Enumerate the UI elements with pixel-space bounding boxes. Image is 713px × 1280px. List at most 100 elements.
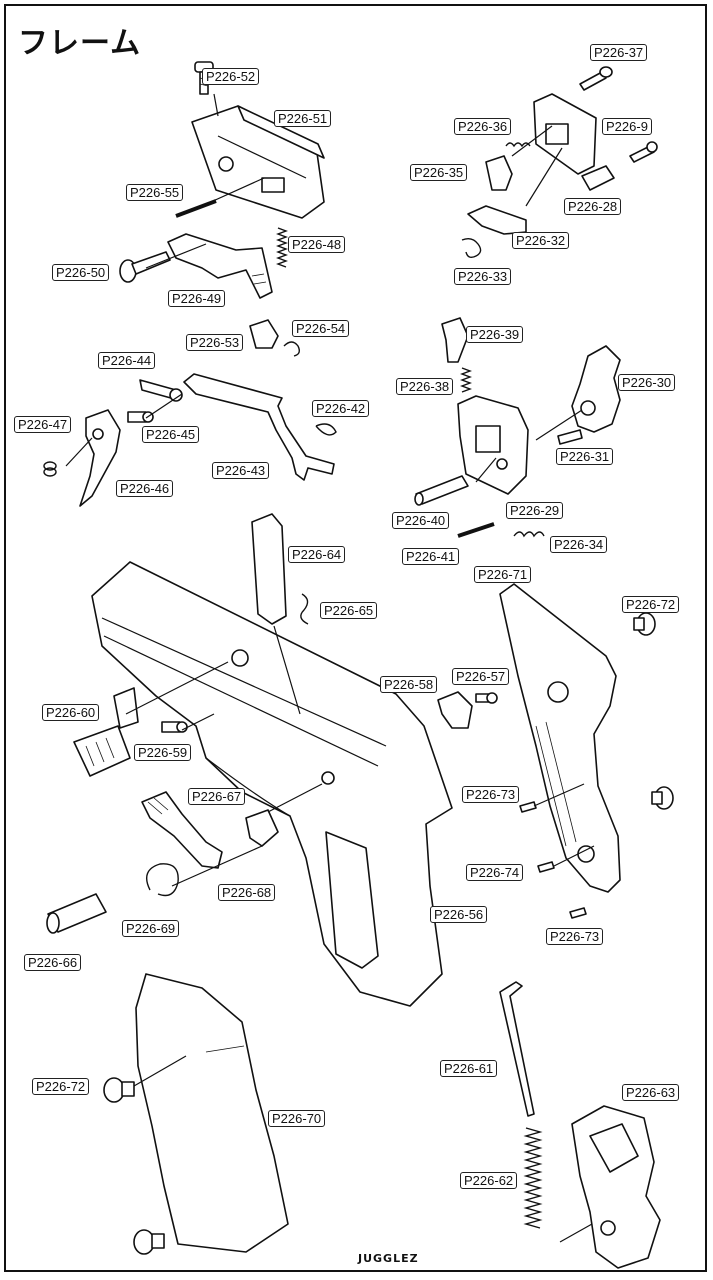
part-p226-46-trigger [79,409,121,507]
part-p226-35-sear [485,155,513,191]
part-p226-73-pin-a [519,801,537,813]
label-p226-47: P226-47 [14,416,72,433]
part-p226-30-hammer [571,345,621,433]
part-p226-49-lever [167,233,273,299]
label-p226-38: P226-38 [396,378,454,395]
label-p226-52: P226-52 [202,68,260,85]
part-p226-74-pin [537,861,555,873]
label-p226-60: P226-60 [42,704,100,721]
label-p226-28: P226-28 [564,198,622,215]
part-p226-43-trigger-bar [183,373,335,481]
label-p226-65: P226-65 [320,602,378,619]
part-p226-73-pin-b [569,907,587,919]
part-p226-64-insert [251,513,287,625]
label-p226-64: P226-64 [288,546,346,563]
part-p226-39-lever [441,317,469,363]
label-p226-73-b: P226-73 [546,928,604,945]
part-p226-9-screw [629,141,658,163]
label-p226-66: P226-66 [24,954,82,971]
part-p226-29-housing [457,395,529,495]
label-p226-29: P226-29 [506,502,564,519]
label-p226-39: P226-39 [466,326,524,343]
label-p226-58: P226-58 [380,676,438,693]
label-p226-40: P226-40 [392,512,450,529]
label-p226-54: P226-54 [292,320,350,337]
label-p226-45: P226-45 [142,426,200,443]
leader-lines-mag [559,1223,593,1243]
part-p226-40-pin [414,475,469,506]
label-p226-43: P226-43 [212,462,270,479]
part-p226-31-pin [557,429,583,445]
label-p226-9: P226-9 [602,118,652,135]
label-p226-71: P226-71 [474,566,532,583]
part-p226-42-spring [315,423,337,436]
part-p226-51-rail-block [191,105,325,219]
label-p226-42: P226-42 [312,400,370,417]
label-p226-69: P226-69 [122,920,180,937]
part-p226-33-spring [461,237,482,259]
label-p226-68: P226-68 [218,884,276,901]
leader-lines-top [145,93,563,269]
label-p226-34: P226-34 [550,536,608,553]
part-p226-36-spring [505,142,531,148]
leader-lines-mid [65,393,583,483]
label-p226-33: P226-33 [454,268,512,285]
part-p226-45-pin [127,411,154,423]
part-p226-72-screw-mid [651,786,674,810]
part-p226-58-lever [437,691,473,729]
part-p226-72-screw-top [633,612,656,636]
label-p226-70: P226-70 [268,1110,326,1127]
label-p226-32: P226-32 [512,232,570,249]
part-p226-70-grip-panel [135,973,289,1253]
label-p226-49: P226-49 [168,290,226,307]
part-p226-44-pin [139,379,183,402]
part-p226-37-screw [579,66,613,91]
label-p226-30: P226-30 [618,374,676,391]
leader-lines-frame [125,625,323,887]
diagram-frame: フレーム P226-52 P226-51 P226-55 P226-48 P22… [4,4,707,1272]
part-p226-32-disconnector [467,205,527,235]
leader-lines-right [533,783,595,867]
label-p226-57: P226-57 [452,668,510,685]
part-p226-72-screw-lower [103,1077,135,1103]
label-p226-37: P226-37 [590,44,648,61]
part-p226-55-pin [175,199,217,218]
label-p226-41: P226-41 [402,548,460,565]
label-p226-63: P226-63 [622,1084,680,1101]
part-p226-60-lever [73,687,139,777]
label-p226-48: P226-48 [288,236,346,253]
label-p226-36: P226-36 [454,118,512,135]
part-p226-48-spring [276,227,288,268]
part-p226-53-block [249,319,279,349]
part-p226-68-spring [146,863,179,897]
page-title: フレーム [18,26,142,61]
part-p226-54-spring [283,341,301,357]
label-p226-35: P226-35 [410,164,468,181]
label-p226-72-lower: P226-72 [32,1078,90,1095]
part-p226-62-spring [523,1127,543,1229]
part-p226-61-rod [499,981,535,1117]
label-p226-59: P226-59 [134,744,192,761]
label-p226-51: P226-51 [274,110,332,127]
part-p226-block [533,93,597,175]
label-p226-61: P226-61 [440,1060,498,1077]
label-p226-46: P226-46 [116,480,174,497]
part-p226-59-screw [161,721,188,733]
part-p226-65-spring [300,593,309,625]
watermark: JUGGLEZ [358,1252,419,1265]
part-p226-50-pin [119,251,171,283]
part-p226-56-frame [91,561,453,1007]
part-p226-63-catch [571,1105,661,1269]
label-p226-56: P226-56 [430,906,488,923]
part-p226-38-spring [460,367,472,393]
label-p226-67: P226-67 [188,788,246,805]
label-p226-72-top: P226-72 [622,596,680,613]
part-p226-47-spring [43,461,57,477]
label-p226-50: P226-50 [52,264,110,281]
part-p226-34-spring [513,531,545,538]
label-p226-31: P226-31 [556,448,614,465]
label-p226-62: P226-62 [460,1172,518,1189]
label-p226-73-a: P226-73 [462,786,520,803]
label-p226-55: P226-55 [126,184,184,201]
part-p226-66-pin [46,893,107,934]
